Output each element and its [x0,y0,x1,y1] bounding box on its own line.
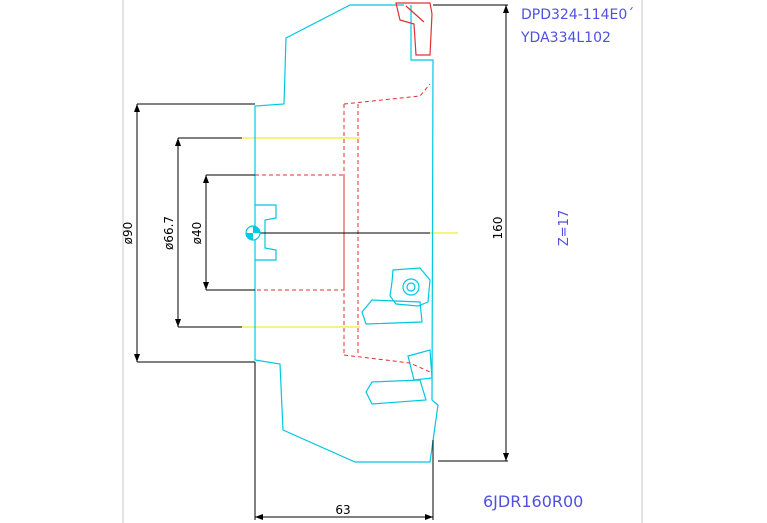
teeth-count-label: Z=17 [557,210,572,246]
dim-label-d90: ø90 [121,222,135,245]
part-code-line-1: DPD324-114E0´ [521,7,634,23]
dimension-arrows [134,5,509,520]
dimension-lines [136,4,508,520]
counterbore-hidden [343,83,431,105]
insert-screw-inner [406,282,416,292]
counterbore-lower-hidden [343,354,431,373]
part-outline [254,4,439,463]
chip-pocket-2 [365,379,427,405]
holder-head [395,2,433,56]
bore-hidden [255,174,345,291]
dim-label-d66-7: ø66.7 [162,216,176,250]
center-lines [235,137,458,328]
construction-lines [122,0,643,523]
dim-label-width: 63 [335,503,350,517]
dim-label-d40: ø40 [190,222,204,245]
holder-head-outline [395,2,433,56]
part-code-line-2: YDA334L102 [520,30,611,46]
hub-notch [255,204,277,261]
insert-slot-1 [389,267,431,307]
insert-slot-2 [407,349,433,381]
origin-marker [245,225,261,241]
dim-label-height: 160 [491,217,505,240]
body-outline [254,4,439,463]
hidden-lines [255,83,431,373]
model-label: 6JDR160R00 [483,492,583,511]
insert-screw-outer [402,278,420,296]
chip-pocket-1 [361,299,423,325]
